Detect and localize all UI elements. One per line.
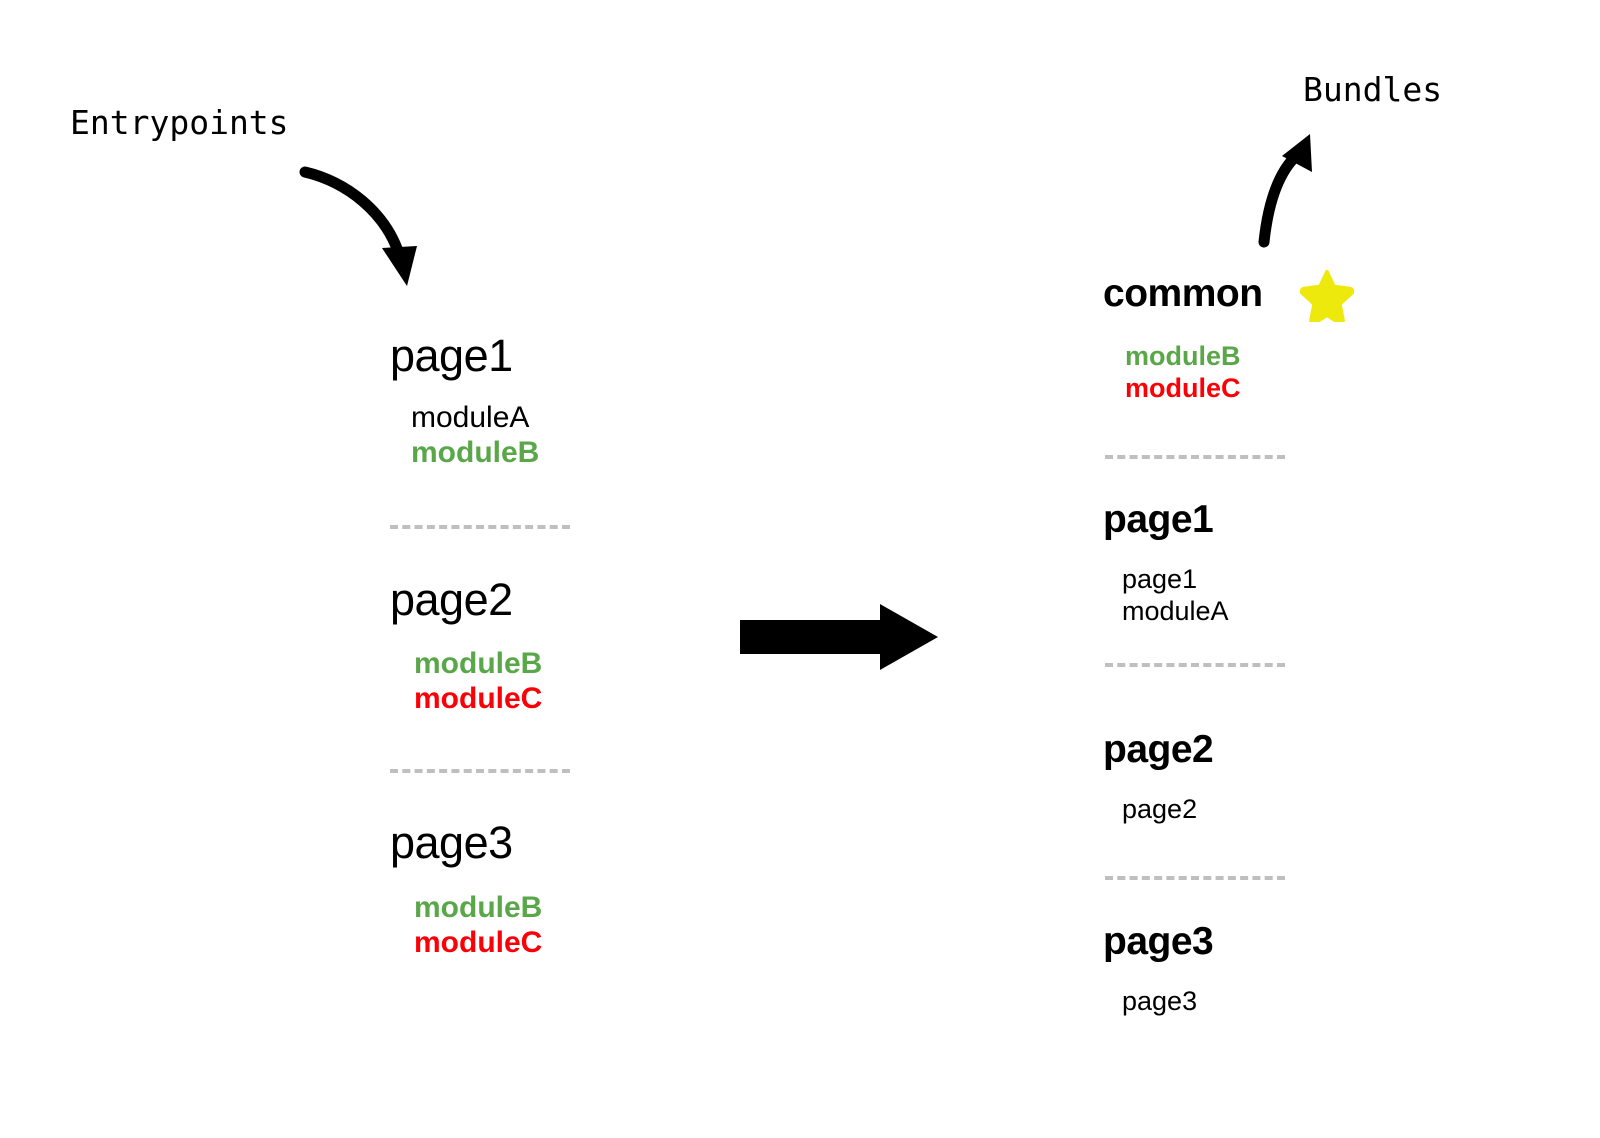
list-item: page3: [1122, 986, 1198, 1016]
list-item: moduleC: [414, 926, 543, 960]
list-item: page1: [1122, 564, 1198, 594]
entrypoints-column: page1 moduleA moduleB page2 moduleB modu…: [390, 0, 810, 1138]
entrypoint-group-title: page3: [390, 817, 513, 868]
bundle-group-items: moduleB moduleC: [1125, 341, 1241, 405]
divider: [1105, 876, 1285, 880]
bundle-group-title: page2: [1103, 728, 1214, 771]
entrypoint-group-title: page2: [390, 574, 513, 625]
divider: [1105, 663, 1285, 667]
bundle-group-title: page3: [1103, 920, 1214, 963]
divider: [390, 769, 570, 773]
star-icon: [1300, 269, 1354, 322]
entrypoint-group-title: page1: [390, 330, 513, 381]
bundle-group-items: page2: [1122, 794, 1197, 826]
bundle-group-title: page1: [1103, 498, 1214, 541]
list-item: moduleB: [411, 436, 540, 470]
list-item: moduleC: [1125, 372, 1241, 403]
list-item: moduleA: [411, 401, 530, 434]
list-item: moduleC: [414, 682, 543, 716]
entrypoint-group-items: moduleB moduleC: [414, 646, 542, 717]
entrypoint-group-items: moduleA moduleB: [411, 400, 539, 471]
divider: [390, 525, 570, 529]
entrypoints-label: Entrypoints: [70, 103, 289, 142]
bundle-group-items: page3: [1122, 986, 1197, 1018]
bundle-group-title: common: [1103, 272, 1263, 315]
divider: [1105, 455, 1285, 459]
bundles-column: common moduleB moduleC page1 page1 modul…: [1103, 0, 1523, 1138]
list-item: page2: [1122, 794, 1198, 824]
bundles-label: Bundles: [1303, 70, 1443, 109]
list-item: moduleB: [1125, 341, 1241, 371]
entrypoint-group-items: moduleB moduleC: [414, 890, 542, 961]
bundle-group-items: page1 moduleA: [1122, 564, 1229, 628]
list-item: moduleB: [414, 647, 543, 680]
list-item: moduleA: [1122, 595, 1229, 626]
list-item: moduleB: [414, 891, 543, 924]
